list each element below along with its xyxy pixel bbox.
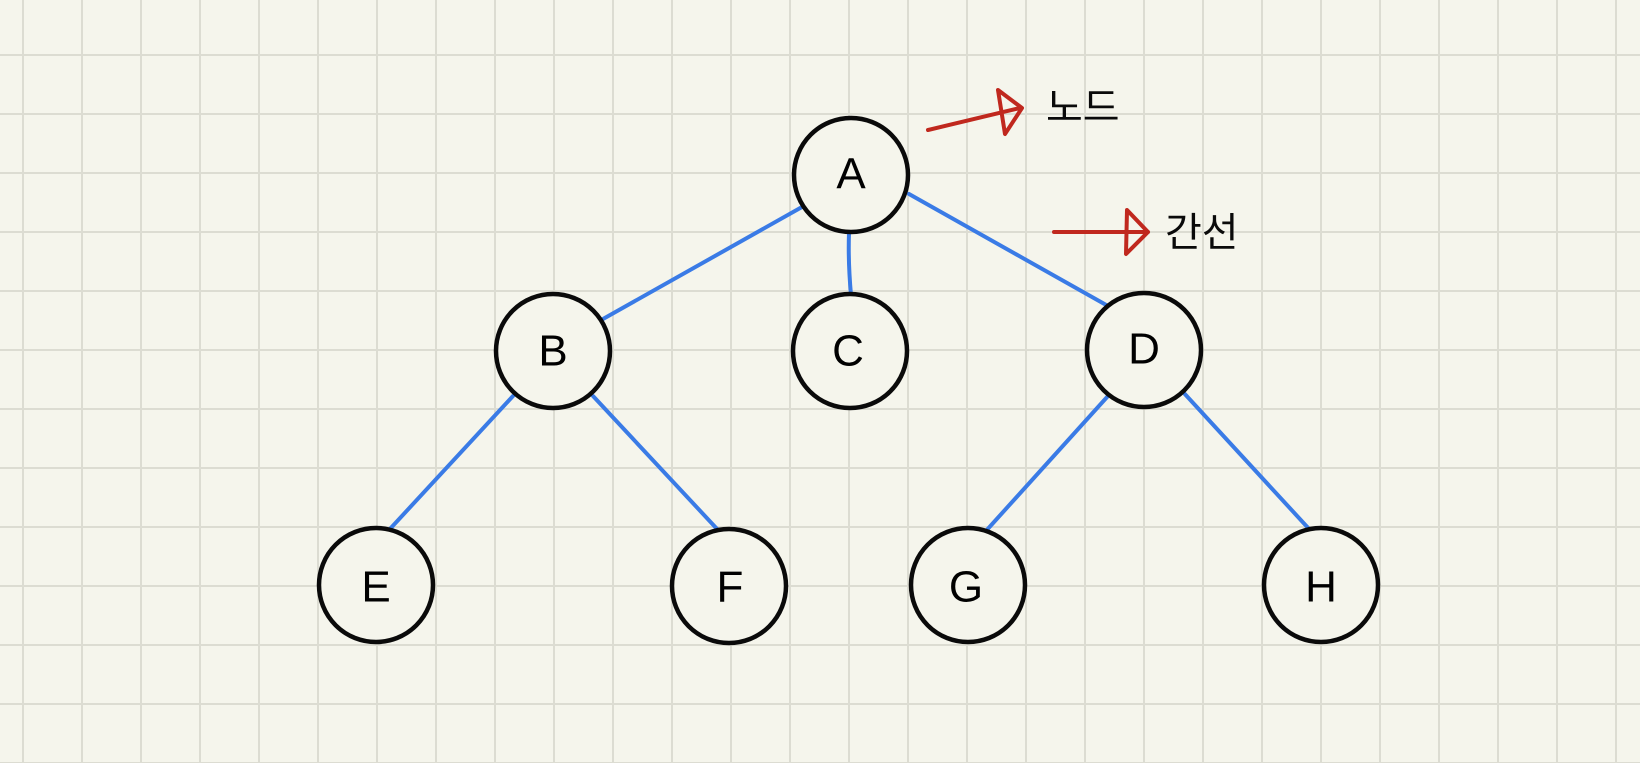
edge-d-g (983, 394, 1110, 534)
node-h: H (1261, 525, 1381, 645)
edge-b-f (591, 394, 720, 532)
node-e: E (316, 525, 436, 645)
node-label-a: A (836, 150, 866, 199)
node-annotation: 노드 (926, 85, 1120, 136)
node-label-h: H (1305, 563, 1337, 612)
node-annotation-label: 노드 (1046, 85, 1120, 131)
edge-a-d (907, 192, 1110, 308)
edge-annotation-label: 간선 (1165, 210, 1239, 256)
edge-b-e (387, 394, 515, 532)
edges (387, 192, 1312, 534)
edge-annotation: 간선 (1052, 208, 1239, 256)
node-b: B (493, 291, 613, 411)
node-label-d: D (1128, 325, 1160, 374)
edge-d-h (1181, 390, 1312, 532)
edge-annotation-arrow (1052, 208, 1150, 256)
node-g: G (908, 525, 1028, 645)
node-d: D (1084, 290, 1204, 410)
node-annotation-arrow (926, 88, 1024, 136)
node-label-g: G (949, 563, 983, 612)
edge-a-c (846, 231, 853, 297)
node-label-c: C (832, 327, 864, 376)
node-label-f: F (717, 563, 744, 612)
node-label-e: E (361, 563, 390, 612)
node-c: C (790, 291, 910, 411)
node-a: A (791, 115, 911, 235)
edge-a-b (601, 205, 804, 321)
node-label-b: B (538, 327, 567, 376)
node-f: F (669, 526, 789, 646)
